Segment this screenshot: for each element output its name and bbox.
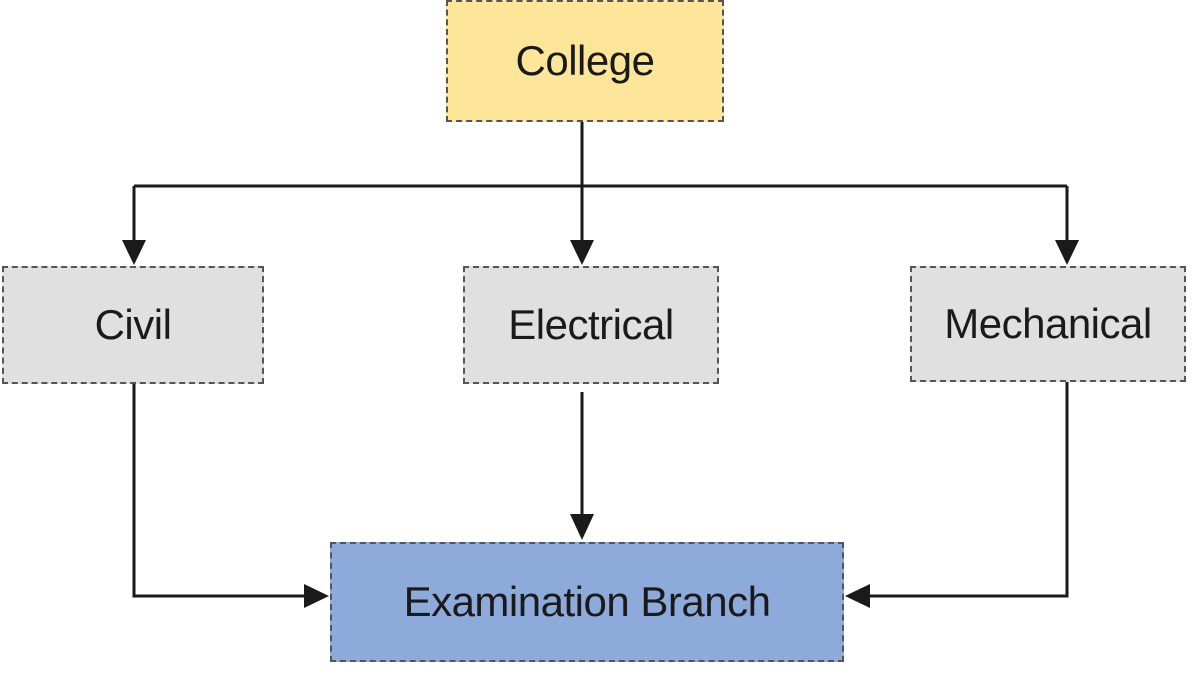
- arrowhead-exam-top: [570, 514, 594, 540]
- node-examination-branch-label: Examination Branch: [403, 578, 771, 625]
- node-mechanical-label: Mechanical: [944, 300, 1152, 347]
- node-civil: Civil: [2, 266, 264, 384]
- node-civil-label: Civil: [94, 301, 172, 348]
- connector-mechanical-to-exam: [866, 382, 1069, 598]
- node-electrical: Electrical: [463, 266, 719, 384]
- node-mechanical: Mechanical: [910, 266, 1186, 382]
- node-college-label: College: [515, 37, 655, 84]
- connector-civil-to-exam: [132, 384, 308, 598]
- node-examination-branch: Examination Branch: [330, 542, 844, 662]
- arrowhead-electrical: [570, 240, 594, 265]
- arrowhead-civil: [122, 240, 146, 265]
- node-electrical-label: Electrical: [508, 301, 674, 348]
- node-college: College: [446, 0, 724, 122]
- arrowhead-exam-right: [845, 584, 870, 608]
- arrowhead-exam-left: [304, 584, 329, 608]
- arrowhead-mechanical: [1055, 240, 1079, 265]
